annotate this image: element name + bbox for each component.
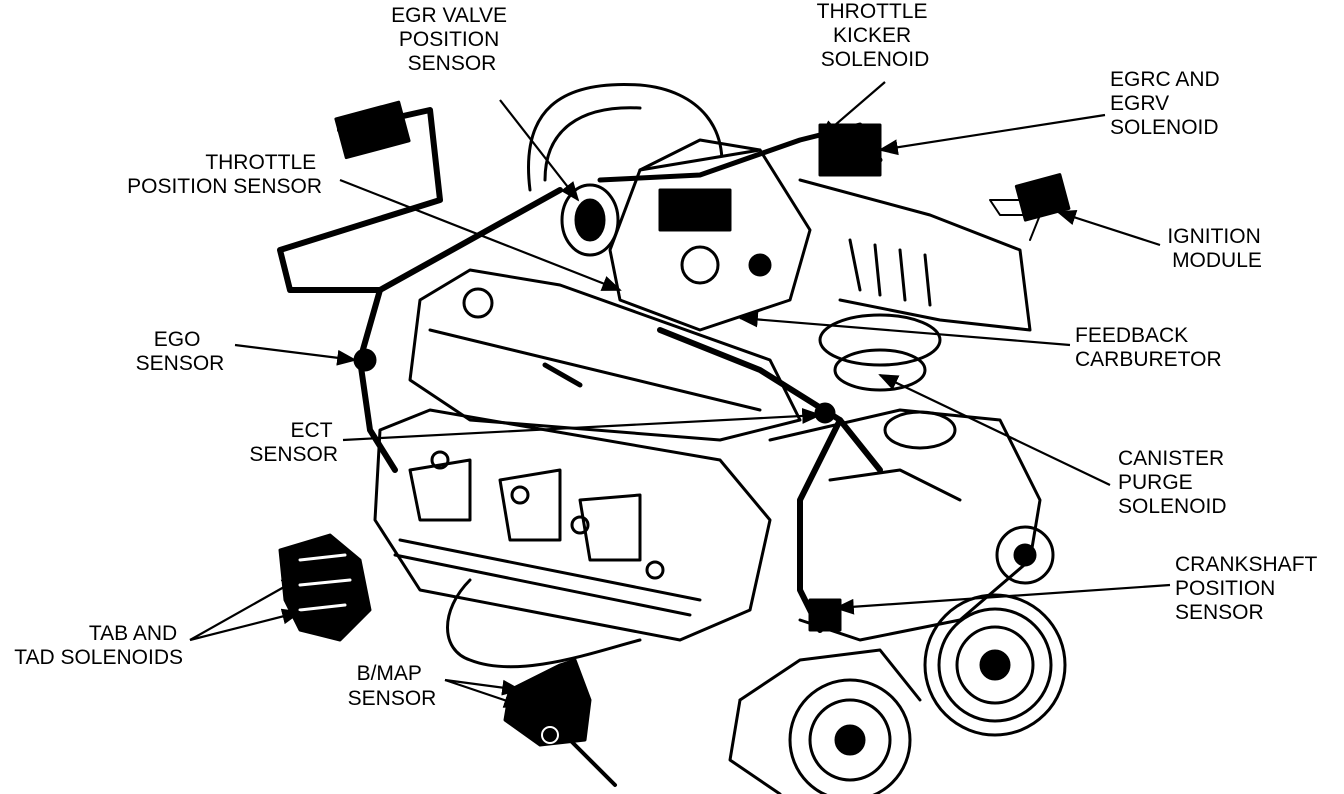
leader-feedback-carb xyxy=(738,311,1071,347)
leader-crankshaft xyxy=(834,583,1171,615)
leader-egr-valve xyxy=(499,99,580,202)
leader-egrc-egrv xyxy=(878,113,1106,156)
leader-canister-purge xyxy=(878,374,1111,486)
leader-ect-sensor xyxy=(342,408,822,442)
label-canister-purge-solenoid: CANISTER PURGE SOLENOID xyxy=(1118,447,1230,518)
label-throttle-position-sensor: THROTTLE POSITION SENSOR xyxy=(127,151,322,198)
leader-throttle-position xyxy=(339,178,622,292)
leader-bmap-lower xyxy=(444,678,524,708)
label-tab-tad-solenoids: TAB AND TAD SOLENOIDS xyxy=(14,622,183,669)
leader-throttle-kicker xyxy=(818,81,886,140)
leader-tab-lower xyxy=(189,608,302,642)
label-ego-sensor: EGO SENSOR xyxy=(136,328,225,375)
label-egrc-egrv-solenoid: EGRC AND EGRV SOLENOID xyxy=(1110,68,1226,139)
leader-lines xyxy=(189,81,1171,708)
label-ect-sensor: ECT SENSOR xyxy=(249,419,338,466)
engine-illustration xyxy=(277,82,1071,794)
leader-ego-sensor xyxy=(234,343,357,366)
leader-tab-upper xyxy=(189,577,302,641)
leader-ignition-module xyxy=(1056,209,1161,247)
label-ignition-module: IGNITION MODULE xyxy=(1167,225,1266,272)
label-egr-valve-position-sensor: EGR VALVE POSITION SENSOR xyxy=(391,4,513,75)
label-throttle-kicker-solenoid: THROTTLE KICKER SOLENOID xyxy=(817,0,934,71)
label-feedback-carburetor: FEEDBACK CARBURETOR xyxy=(1075,324,1222,371)
label-bmap-sensor: B/MAP SENSOR xyxy=(348,662,437,710)
leader-bmap-upper xyxy=(444,678,522,696)
label-crankshaft-position-sensor: CRANKSHAFT POSITION SENSOR xyxy=(1175,553,1323,624)
callout-labels: EGR VALVE POSITION SENSOR THROTTLE KICKE… xyxy=(14,0,1323,710)
